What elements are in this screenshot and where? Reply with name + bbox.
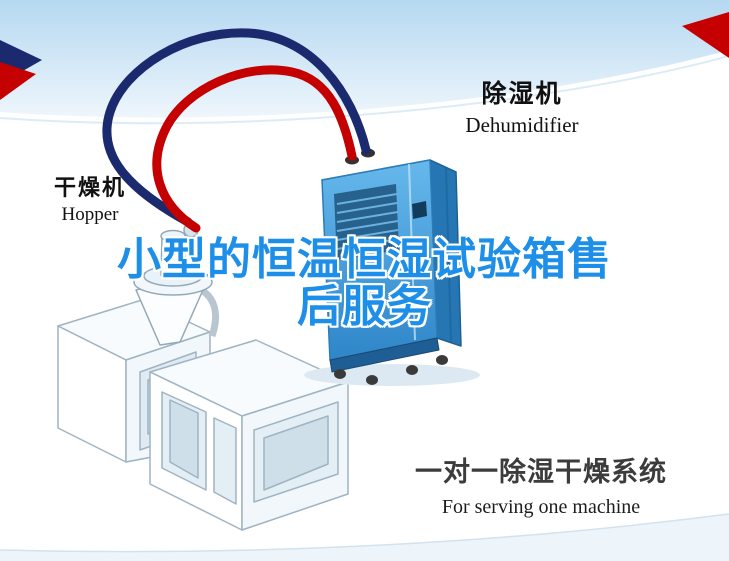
corner-ribbon-topright-red <box>682 12 729 58</box>
headline-line-1: 小型的恒温恒湿试验箱售 <box>117 235 612 284</box>
dehumidifier-label-en: Dehumidifier <box>465 113 579 137</box>
caption-en: For serving one machine <box>441 496 641 518</box>
machine-panel-1-window <box>169 399 199 479</box>
machine-panel-2 <box>213 417 237 505</box>
hopper-label-zh: 干燥机 <box>53 175 126 200</box>
sky-gradient-band <box>0 0 729 118</box>
hopper-label-en: Hopper <box>61 204 119 225</box>
dehumidifier-base-skirt <box>329 337 440 373</box>
dehumidifier-wheels <box>334 355 448 385</box>
headline-line-2: 后服务 <box>297 282 432 331</box>
hopper-dryer-illustration <box>133 222 219 346</box>
dehumidifier-side-seam <box>445 167 452 343</box>
dehumidifier-display <box>412 201 427 219</box>
floor-swoosh-line <box>0 513 729 553</box>
bottom-caption: 一对一除湿干燥系统 For serving one machine <box>398 450 684 519</box>
machine-panel-3-window <box>263 415 329 491</box>
corner-ribbon-topleft-red <box>0 62 36 100</box>
hopper-label: 干燥机 Hopper <box>34 170 146 226</box>
floor-swoosh <box>0 514 729 561</box>
hopper-neck-cap <box>160 229 186 243</box>
dehumidifier-box-illustration <box>304 148 480 386</box>
dehumidifier-label: 除湿机 Dehumidifier <box>436 74 608 138</box>
caption-zh: 一对一除湿干燥系统 <box>415 457 667 487</box>
dehumidifier-label-zh: 除湿机 <box>481 80 563 108</box>
dehumidifier-shadow <box>304 364 480 386</box>
red-hose <box>152 65 357 233</box>
dehumidifier-vent-slats <box>336 193 400 250</box>
headline-title: 小型的恒温恒湿试验箱售 后服务 <box>0 236 729 330</box>
corner-ribbon-decorations <box>0 12 729 100</box>
navy-hose <box>102 28 371 227</box>
extruder-machine-illustration <box>57 299 349 531</box>
dehumidifier-door-seam <box>408 163 416 341</box>
